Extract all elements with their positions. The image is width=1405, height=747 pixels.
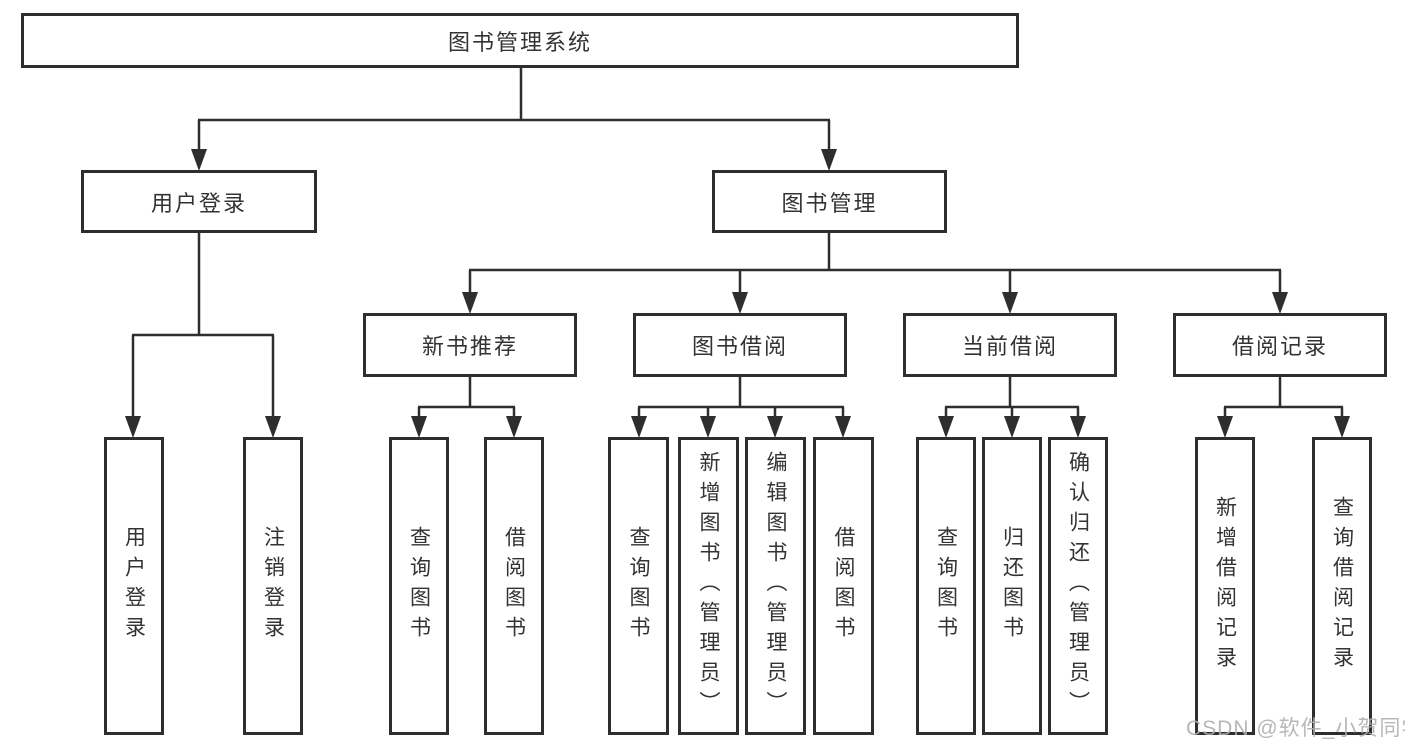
connector-mgmt-to-modules (462, 233, 1288, 314)
node-label: 归还图书 (1000, 526, 1024, 646)
leaf-current-return-book: 归还图书 (982, 437, 1042, 735)
leaf-borrow-borrow-book: 借阅图书 (813, 437, 874, 735)
leaf-newbook-borrow-book: 借阅图书 (484, 437, 544, 735)
leaf-borrow-edit-book-admin: 编辑图书（管理员） (745, 437, 806, 735)
connector-records-to-leaves (1217, 377, 1350, 438)
node-current-borrowing: 当前借阅 (903, 313, 1117, 377)
node-label: 新增借阅记录 (1213, 496, 1237, 676)
node-user-login: 用户登录 (81, 170, 317, 233)
node-label: 借阅记录 (1231, 334, 1328, 359)
node-label: 查询图书 (627, 526, 650, 646)
csdn-watermark: CSDN @软件_小贺同学 (1186, 717, 1405, 740)
connector-borrow-to-leaves (631, 377, 851, 438)
node-book-management: 图书管理 (712, 170, 947, 233)
node-label: 借阅图书 (832, 526, 855, 646)
node-label: 确认归还（管理员） (1066, 451, 1090, 721)
node-label: 借阅图书 (502, 526, 526, 646)
leaf-borrow-add-book-admin: 新增图书（管理员） (678, 437, 739, 735)
connector-newbook-to-leaves (411, 377, 522, 438)
node-label: 图书管理 (781, 190, 878, 216)
node-label: 查询图书 (407, 526, 431, 646)
node-label: 当前借阅 (961, 334, 1058, 359)
node-label: 编辑图书（管理员） (764, 451, 787, 721)
node-label: 用户登录 (122, 526, 146, 646)
connector-login-to-leaves (125, 233, 281, 438)
node-label: 查询借阅记录 (1330, 496, 1354, 676)
leaf-records-query-record: 查询借阅记录 (1312, 437, 1372, 735)
node-label: 注销登录 (261, 526, 285, 646)
connector-current-to-leaves (938, 377, 1086, 438)
node-label: 查询图书 (934, 526, 958, 646)
node-new-book-recommend: 新书推荐 (363, 313, 577, 377)
leaf-newbook-query-book: 查询图书 (389, 437, 449, 735)
node-borrow-records: 借阅记录 (1173, 313, 1387, 377)
node-label: 新增图书（管理员） (697, 451, 720, 721)
node-label: 新书推荐 (421, 334, 518, 359)
leaf-current-query-book: 查询图书 (916, 437, 976, 735)
leaf-logout: 注销登录 (243, 437, 303, 735)
node-label: 图书借阅 (691, 334, 788, 359)
node-root-system: 图书管理系统 (21, 13, 1019, 68)
leaf-current-confirm-return-admin: 确认归还（管理员） (1048, 437, 1108, 735)
connector-root-to-level2 (191, 68, 837, 171)
node-label: 用户登录 (150, 190, 247, 216)
leaf-records-add-record: 新增借阅记录 (1195, 437, 1255, 735)
node-book-borrowing: 图书借阅 (633, 313, 847, 377)
node-label: 图书管理系统 (447, 29, 592, 55)
leaf-user-login: 用户登录 (104, 437, 164, 735)
leaf-borrow-query-book: 查询图书 (608, 437, 669, 735)
